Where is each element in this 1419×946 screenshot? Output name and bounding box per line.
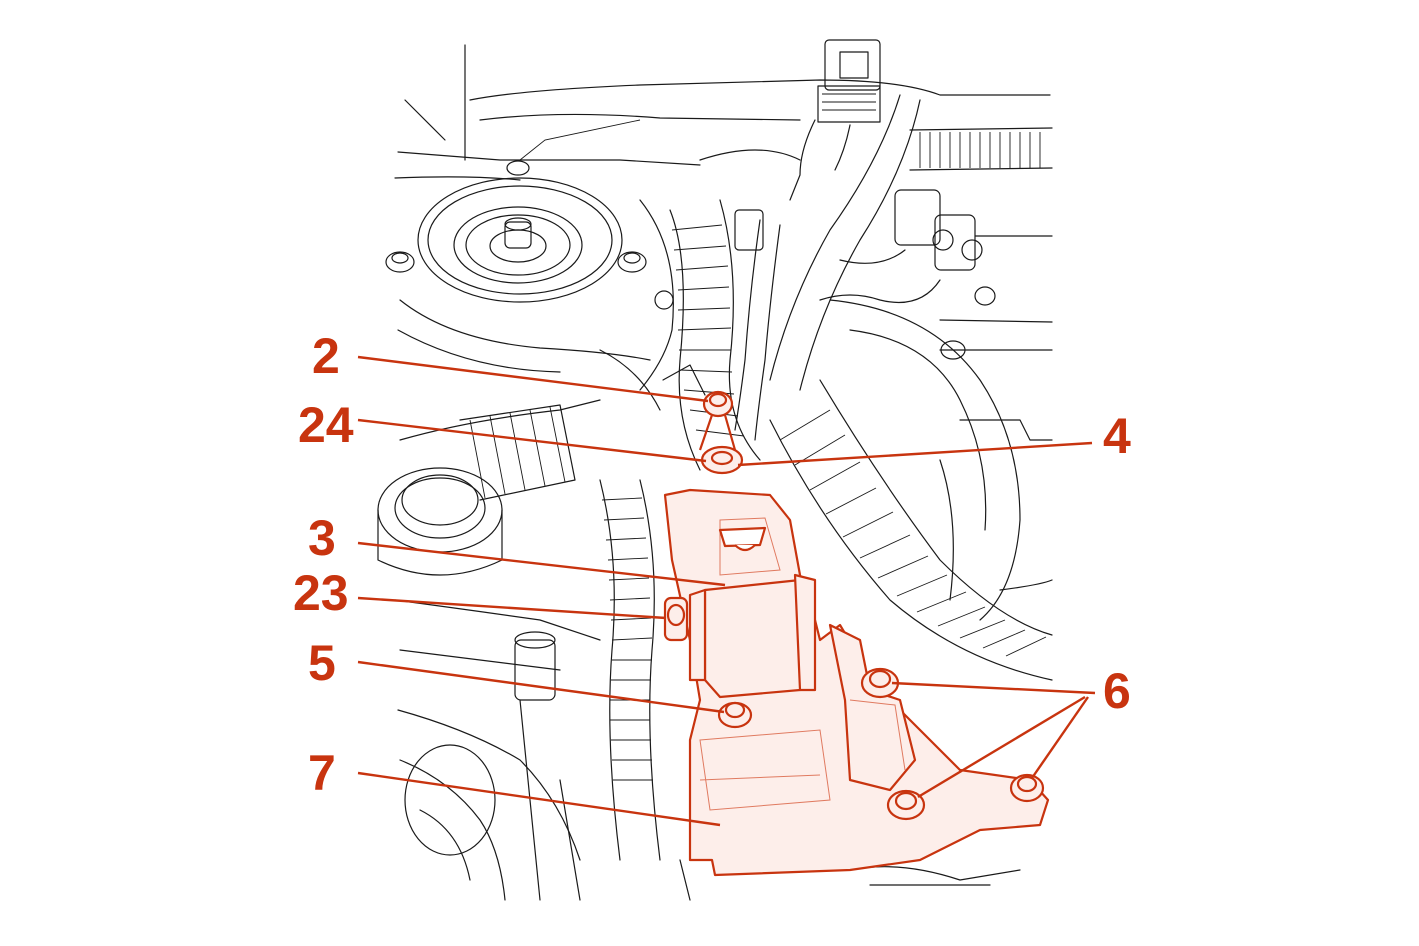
engine-mount-assembly	[663, 390, 1050, 877]
bolt-6-b	[886, 789, 926, 821]
leader-6-c	[1031, 696, 1089, 779]
leader-3	[357, 541, 726, 587]
leader-7	[357, 771, 721, 827]
transmission-housing	[829, 286, 1053, 621]
corrugated-hose-upper	[909, 127, 1053, 171]
wiring-harness	[734, 94, 941, 441]
bolt-6-c	[1009, 773, 1045, 803]
leader-23	[357, 596, 667, 620]
callout-3: 3	[308, 510, 336, 566]
callout-4: 4	[1103, 408, 1131, 464]
callout-23: 23	[293, 565, 349, 621]
engine-bay-line-art	[377, 39, 1053, 901]
nut-2	[698, 390, 737, 451]
corrugated-hose-left	[669, 149, 801, 471]
lower-left-components	[394, 399, 1021, 901]
corrugated-hose-right	[769, 379, 1053, 681]
callout-24: 24	[298, 397, 354, 453]
leader-6-b	[917, 695, 1086, 799]
leader-4	[737, 441, 1093, 467]
leader-lines	[357, 355, 1096, 827]
leader-2	[357, 355, 709, 403]
washer-24	[700, 445, 744, 475]
callout-7: 7	[308, 745, 336, 801]
strut-mount	[385, 160, 674, 310]
electrical-connectors	[789, 39, 1053, 271]
leader-6-a	[891, 681, 1096, 695]
reservoir-cap	[377, 467, 503, 576]
callout-labels: 2 24 4 3 23 5 6 7	[293, 328, 1131, 801]
callout-2: 2	[312, 328, 340, 384]
bolt-6-a	[860, 667, 900, 699]
leader-24	[357, 418, 707, 463]
rubber-mount-block	[703, 578, 812, 699]
bolt-5	[717, 701, 753, 729]
callout-5: 5	[308, 635, 336, 691]
callout-6: 6	[1103, 663, 1131, 719]
leader-5	[357, 660, 725, 714]
